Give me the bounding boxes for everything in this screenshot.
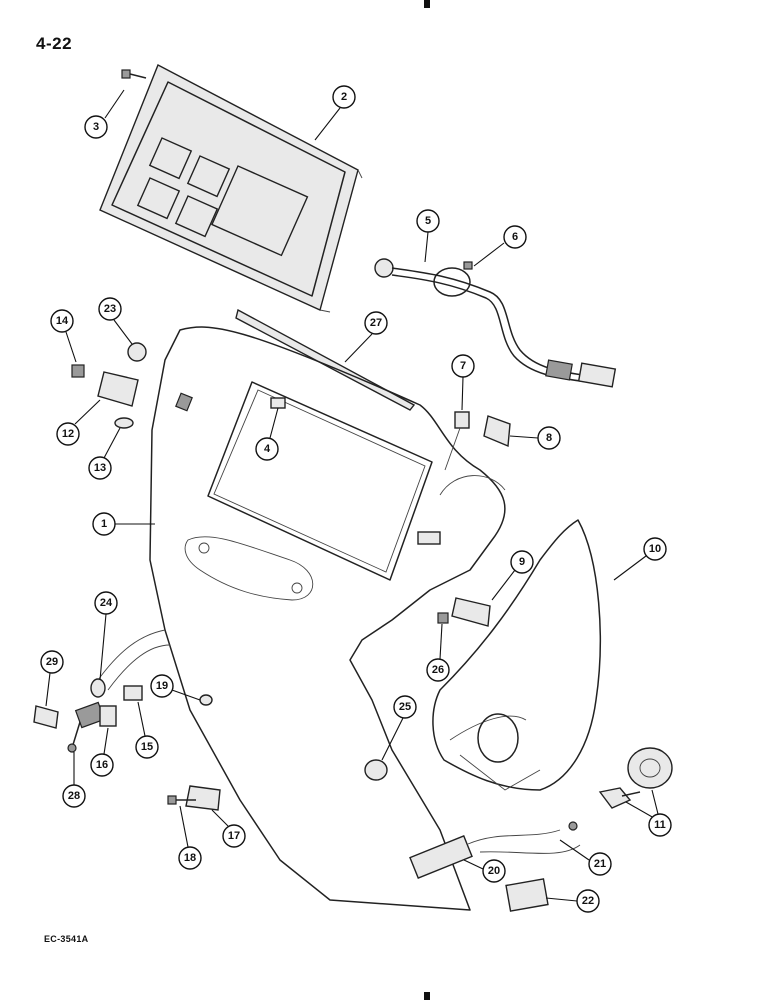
callout-28: 28 [62,752,86,808]
svg-text:29: 29 [46,656,58,668]
svg-text:11: 11 [654,819,666,831]
callout-8: 8 [509,426,561,450]
svg-text:27: 27 [370,317,382,329]
callout-25: 25 [381,695,417,761]
callout-3: 3 [84,89,125,139]
callout-17: 17 [211,809,246,848]
callout-15: 15 [135,701,159,759]
svg-text:9: 9 [519,556,525,568]
page-number: 4-22 [36,34,73,53]
ignition-switch [598,747,673,809]
bottom-registration-mark [424,992,430,1000]
svg-text:28: 28 [68,790,80,802]
svg-text:21: 21 [594,858,606,870]
callout-22: 22 [545,889,600,913]
callout-12: 12 [56,399,101,446]
svg-text:26: 26 [432,664,444,676]
figure-code: EC-3541A [44,934,89,944]
svg-text:10: 10 [649,543,661,555]
callout-1: 1 [92,512,155,536]
callout-19: 19 [150,674,201,701]
callout-23: 23 [98,297,133,345]
callout-11: 11 [625,789,672,837]
callout-20: 20 [463,859,506,883]
rocker-switch-group [71,342,147,429]
side-cover [432,519,601,791]
svg-text:24: 24 [100,597,113,609]
grommet [364,759,388,781]
instrument-cluster [99,64,363,313]
cover-switch [437,597,491,627]
top-trim-strip [235,308,416,411]
callout-16: 16 [90,727,114,777]
callout-18: 18 [178,805,202,870]
svg-text:4: 4 [264,443,271,455]
callout-5: 5 [416,209,440,263]
svg-text:16: 16 [96,759,108,771]
svg-text:19: 19 [156,680,168,692]
svg-text:20: 20 [488,865,500,877]
bracket-and-screw [167,785,221,811]
svg-text:25: 25 [399,701,411,713]
top-registration-mark [424,0,430,8]
svg-text:18: 18 [184,852,196,864]
svg-text:13: 13 [94,462,106,474]
svg-text:7: 7 [460,360,466,372]
callout-29: 29 [40,650,64,707]
toggle-switch-group [33,629,213,753]
svg-text:3: 3 [93,121,99,133]
svg-text:6: 6 [512,231,518,243]
warning-lamp-holder [444,411,511,471]
callout-7: 7 [451,354,475,411]
callout-6: 6 [473,225,527,267]
speedometer-cable [374,258,617,388]
svg-text:5: 5 [425,215,431,227]
callout-21: 21 [559,839,612,876]
svg-text:8: 8 [546,432,552,444]
svg-text:12: 12 [62,428,74,440]
callout-10: 10 [613,537,667,581]
dash-panel [149,326,506,911]
callout-24: 24 [94,591,118,681]
svg-text:14: 14 [56,315,69,327]
callout-4: 4 [255,407,279,461]
callout-2: 2 [314,85,356,141]
callout-26: 26 [426,623,450,682]
callout-27: 27 [344,311,388,363]
svg-text:2: 2 [341,91,347,103]
callout-14: 14 [50,309,77,363]
svg-text:1: 1 [101,518,107,530]
callout-13: 13 [88,427,121,480]
cluster-screw [121,69,147,79]
svg-text:22: 22 [582,895,594,907]
callout-9: 9 [491,550,534,601]
svg-text:17: 17 [228,830,240,842]
wiring-harness [409,821,581,912]
svg-text:15: 15 [141,741,153,753]
svg-text:23: 23 [104,303,116,315]
